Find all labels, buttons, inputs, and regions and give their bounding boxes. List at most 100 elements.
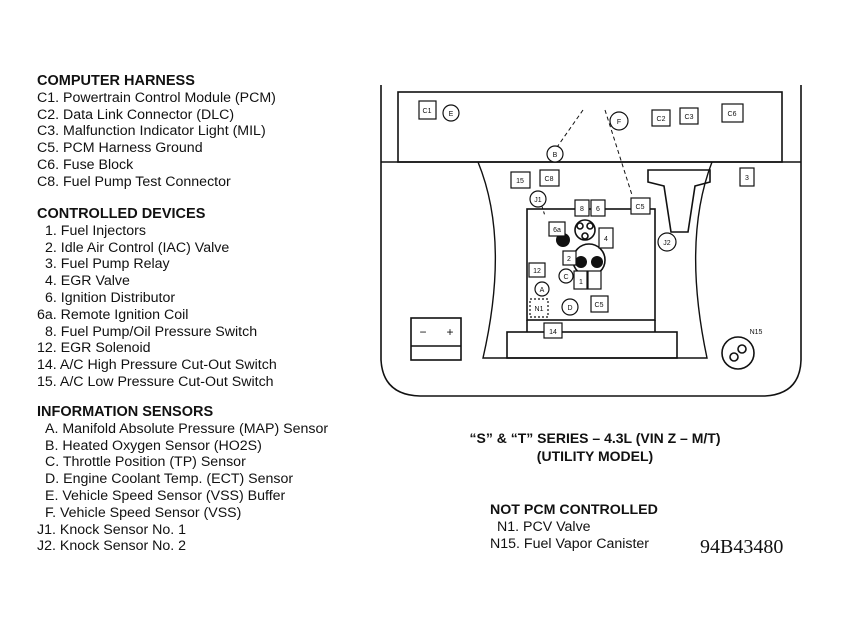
text-c5b: C5 — [595, 302, 604, 309]
battery — [410, 317, 462, 361]
section-heading: CONTROLLED DEVICES — [37, 206, 206, 222]
legend-item: F. Vehicle Speed Sensor (VSS) — [45, 504, 242, 521]
text-1: 1 — [579, 279, 583, 286]
text-15: 15 — [516, 178, 524, 185]
controlled-devices-section: CONTROLLED DEVICES 1. Fuel Injectors 2. … — [37, 206, 277, 391]
legend-item: J1. Knock Sensor No. 1 — [37, 521, 187, 538]
text-plus: + — [446, 325, 453, 339]
text-2: 2 — [567, 256, 571, 263]
legend-item: C2. Data Link Connector (DLC) — [37, 106, 235, 123]
text-e: E — [449, 111, 454, 118]
box-15 — [510, 171, 531, 189]
box-3 — [739, 167, 755, 187]
legend-item: 1. Fuel Injectors — [45, 222, 146, 239]
legend-item: C3. Malfunction Indicator Light (MIL) — [37, 123, 266, 140]
legend-item: 4. EGR Valve — [45, 273, 130, 290]
legend-item: 6a. Remote Ignition Coil — [37, 306, 189, 323]
section-heading: COMPUTER HARNESS — [37, 73, 195, 89]
section-heading: NOT PCM CONTROLLED — [490, 502, 658, 518]
label-j2 — [657, 232, 677, 252]
legend-item: 6. Ignition Distributor — [45, 289, 176, 306]
text-n15: N15 — [750, 329, 763, 336]
text-c1: C1 — [423, 108, 432, 115]
legend-item: C1. Powertrain Control Module (PCM) — [37, 89, 276, 106]
text-c5a: C5 — [636, 204, 645, 211]
legend-item: B. Heated Oxygen Sensor (HO2S) — [45, 437, 262, 454]
text-4: 4 — [604, 236, 608, 243]
box-c3 — [679, 107, 699, 125]
box-c1 — [418, 100, 437, 120]
text-j2: J2 — [663, 240, 671, 247]
label-d — [561, 298, 579, 316]
legend-item: 15. A/C Low Pressure Cut-Out Switch — [37, 373, 274, 390]
diagram-caption: “S” & “T” SERIES – 4.3L (VIN Z – M/T) (U… — [430, 429, 760, 465]
label-e — [442, 104, 460, 122]
legend-item: C8. Fuel Pump Test Connector — [37, 173, 231, 190]
text-8: 8 — [580, 206, 584, 213]
compartment-outline — [380, 85, 802, 397]
not-pcm-controlled-section: NOT PCM CONTROLLED N1. PCV Valve N15. Fu… — [490, 502, 658, 553]
leader-line — [554, 109, 584, 151]
box-4 — [598, 227, 614, 249]
caption-line-1: “S” & “T” SERIES – 4.3L (VIN Z – M/T) — [469, 430, 721, 446]
text-6a: 6a — [553, 227, 561, 234]
label-c — [558, 268, 574, 284]
legend-item: J2. Knock Sensor No. 2 — [37, 538, 187, 555]
text-12: 12 — [533, 268, 541, 275]
box-c5b — [590, 295, 609, 313]
legend-item: N15. Fuel Vapor Canister — [490, 536, 650, 552]
box-6a — [548, 221, 566, 237]
box-c8 — [539, 169, 560, 187]
legend-item: 8. Fuel Pump/Oil Pressure Switch — [45, 323, 258, 340]
box-2 — [562, 250, 577, 266]
section-heading: INFORMATION SENSORS — [37, 404, 214, 420]
text-j1: J1 — [534, 197, 542, 204]
text-c8: C8 — [545, 176, 554, 183]
text-b: B — [553, 152, 558, 159]
label-j1 — [529, 190, 547, 208]
text-f: F — [617, 119, 621, 126]
legend-item: C5. PCM Harness Ground — [37, 140, 203, 157]
legend-item: A. Manifold Absolute Pressure (MAP) Sens… — [45, 420, 329, 437]
text-n1: N1 — [535, 306, 544, 313]
box-n1 — [529, 298, 549, 318]
box-1b — [587, 270, 602, 290]
computer-harness-section: COMPUTER HARNESS C1. Powertrain Control … — [37, 73, 276, 191]
throttle-dot — [591, 256, 603, 268]
box-6 — [590, 199, 606, 217]
legend-item: 12. EGR Solenoid — [37, 340, 151, 357]
box-c5a — [630, 197, 651, 215]
box-c6 — [721, 103, 744, 123]
engine-base — [506, 331, 678, 359]
caption-line-2: (UTILITY MODEL) — [536, 448, 654, 464]
firewall-area — [397, 91, 783, 163]
information-sensors-section: INFORMATION SENSORS A. Manifold Absolute… — [37, 404, 328, 555]
throttle-dot — [575, 256, 587, 268]
text-c6: C6 — [728, 111, 737, 118]
text-d: D — [567, 305, 572, 312]
legend-item: D. Engine Coolant Temp. (ECT) Sensor — [45, 471, 294, 488]
label-f — [609, 111, 629, 131]
legend-item: E. Vehicle Speed Sensor (VSS) Buffer — [45, 487, 286, 504]
legend-item: 14. A/C High Pressure Cut-Out Switch — [37, 357, 277, 374]
box-c2 — [651, 109, 671, 127]
box-12 — [528, 262, 546, 278]
label-b — [546, 145, 564, 163]
text-c3: C3 — [685, 114, 694, 121]
box-14 — [543, 322, 563, 339]
legend-item: 3. Fuel Pump Relay — [45, 256, 170, 273]
text-c2: C2 — [657, 116, 666, 123]
text-3: 3 — [745, 175, 749, 182]
label-a — [534, 281, 550, 297]
text-minus: − — [419, 325, 426, 339]
legend-item: C6. Fuse Block — [37, 156, 134, 173]
leader-line — [604, 109, 633, 196]
box-8 — [574, 199, 590, 217]
text-c: C — [563, 274, 568, 281]
box-1a — [573, 270, 588, 290]
distributor — [574, 219, 596, 241]
legend-item: N1. PCV Valve — [497, 519, 591, 535]
text-6: 6 — [596, 206, 600, 213]
legend-item: C. Throttle Position (TP) Sensor — [45, 454, 246, 471]
